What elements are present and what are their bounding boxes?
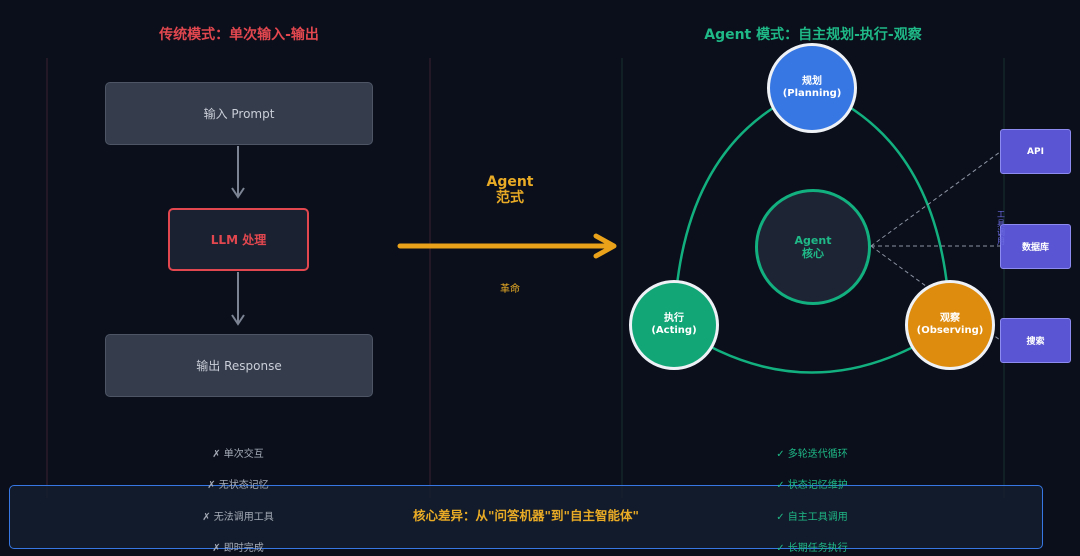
agent-core-label: Agent bbox=[794, 234, 832, 247]
llm-process-box: LLM 处理 bbox=[168, 208, 309, 271]
paradigm-arrow bbox=[397, 233, 617, 259]
agent-core-node: Agent 核心 bbox=[755, 189, 871, 305]
flow-arrow-llm-output bbox=[231, 272, 245, 326]
tool-database-box: 数据库 bbox=[1000, 224, 1071, 269]
limitation-item: ✗ 即时完成 bbox=[212, 543, 264, 554]
acting-label: 执行 bbox=[664, 313, 684, 324]
feature-item: ✓ 多轮迭代循环 bbox=[776, 449, 848, 460]
planning-node: 规划 (Planning) bbox=[767, 43, 857, 133]
acting-label-en: (Acting) bbox=[651, 325, 697, 336]
key-difference-panel bbox=[9, 485, 1043, 549]
input-prompt-label: 输入 Prompt bbox=[203, 107, 275, 121]
acting-node: 执行 (Acting) bbox=[629, 280, 719, 370]
flow-arrow-input-llm bbox=[231, 146, 245, 199]
tool-api-label: API bbox=[1027, 146, 1044, 157]
feature-item: ✓ 状态记忆维护 bbox=[776, 480, 848, 491]
observing-label: 观察 bbox=[940, 313, 960, 324]
tool-search-label: 搜索 bbox=[1026, 337, 1045, 347]
tool-database-label: 数据库 bbox=[1021, 243, 1049, 253]
limitation-item: ✗ 无法调用工具 bbox=[202, 512, 274, 523]
input-prompt-box: 输入 Prompt bbox=[105, 82, 373, 145]
key-difference-text: 核心差异：从"问答机器"到"自主智能体" bbox=[412, 508, 640, 523]
planning-label-en: (Planning) bbox=[782, 88, 842, 99]
paradigm-label: Agent 范式 bbox=[450, 174, 570, 206]
llm-process-label: LLM 处理 bbox=[210, 233, 267, 247]
output-response-box: 输出 Response bbox=[105, 334, 373, 397]
tool-api-box: API bbox=[1000, 129, 1071, 174]
agent-mode-title: Agent 模式：自主规划-执行-观察 bbox=[704, 27, 922, 43]
traditional-mode-title: 传统模式：单次输入-输出 bbox=[159, 27, 319, 43]
tool-search-box: 搜索 bbox=[1000, 318, 1071, 363]
paradigm-line-2: 范式 bbox=[496, 190, 524, 206]
limitation-item: ✗ 单次交互 bbox=[212, 449, 264, 460]
observing-node: 观察 (Observing) bbox=[905, 280, 995, 370]
revolution-label: 革命 bbox=[500, 284, 520, 295]
observing-label-en: (Observing) bbox=[916, 325, 984, 336]
planning-label: 规划 bbox=[802, 76, 822, 87]
agent-core-label-cn: 核心 bbox=[802, 247, 824, 260]
tool-call-side-label: 工具调用 bbox=[997, 210, 1005, 246]
feature-item: ✓ 长期任务执行 bbox=[776, 543, 848, 554]
limitation-item: ✗ 无状态记忆 bbox=[207, 480, 269, 491]
paradigm-line-1: Agent bbox=[486, 174, 534, 190]
output-response-label: 输出 Response bbox=[196, 359, 282, 373]
feature-item: ✓ 自主工具调用 bbox=[776, 512, 848, 523]
